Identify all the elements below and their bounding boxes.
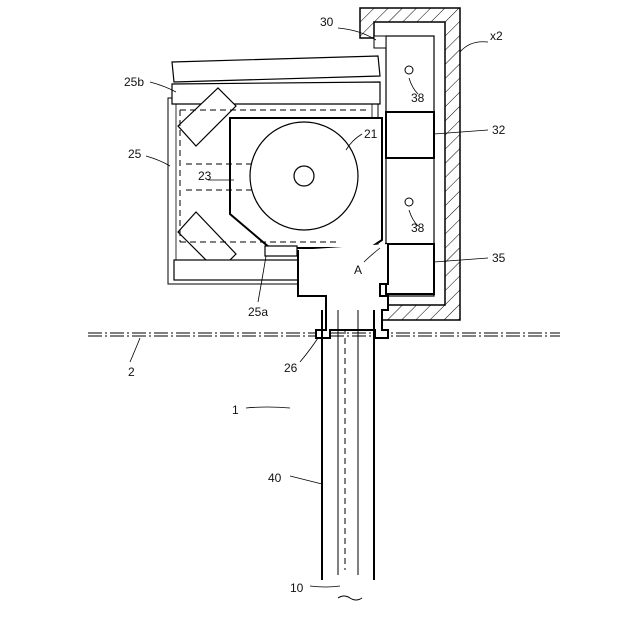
label-2: 2 [128,365,135,379]
bolt-38-lower [405,198,413,206]
lip-25a [265,246,297,256]
label-38-upper: 38 [411,91,425,105]
label-25: 25 [128,147,142,161]
label-x2: x2 [490,29,503,43]
plates-25b [172,56,380,104]
component-30 [374,36,386,48]
label-23: 23 [198,169,212,183]
label-25a: 25a [248,305,268,319]
block-32 [386,112,434,158]
pole-40 [322,310,374,580]
label-10: 10 [290,581,304,595]
label-1: 1 [232,403,239,417]
label-35: 35 [492,251,506,265]
bolt-38-upper [405,66,413,74]
label-38-lower: 38 [411,221,425,235]
break-mark [338,596,362,600]
label-32: 32 [492,123,506,137]
label-A: A [354,263,362,277]
label-30: 30 [320,15,334,29]
motor-shaft-23 [294,166,314,186]
label-26: 26 [284,361,298,375]
label-21: 21 [364,127,378,141]
label-25b: 25b [124,75,144,89]
label-40: 40 [268,471,282,485]
block-35 [386,244,434,294]
